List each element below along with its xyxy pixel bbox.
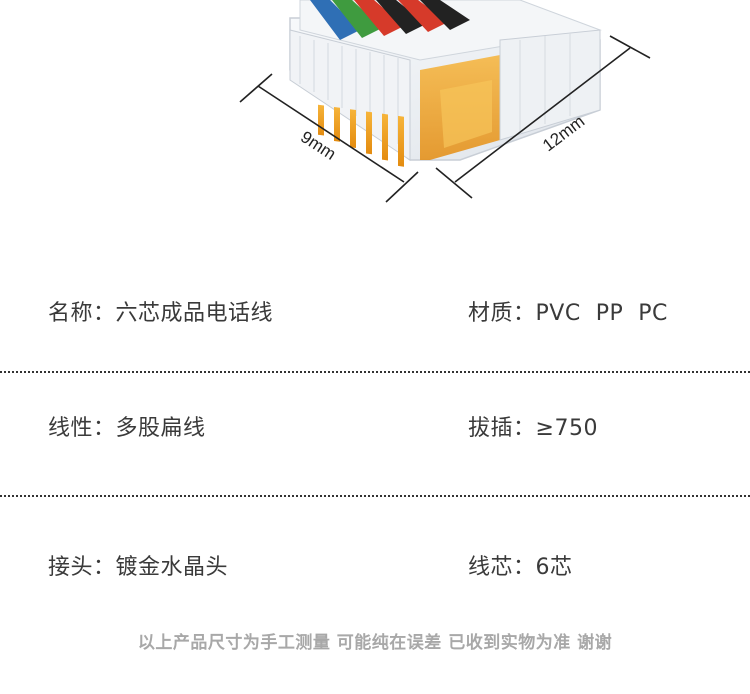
spec-wire-type: 线性：多股扁线 xyxy=(48,409,206,449)
spec-material-sep: ： xyxy=(513,301,536,326)
measurement-disclaimer: 以上产品尺寸为手工测量 可能纯在误差 已收到实物为准 谢谢 xyxy=(137,633,613,653)
spec-name-value: 六芯成品电话线 xyxy=(115,301,274,326)
spec-connector-label: 接头 xyxy=(48,555,94,580)
spec-name-label: 名称 xyxy=(48,301,94,326)
wire-bundle xyxy=(310,0,470,40)
connector-body xyxy=(289,0,602,167)
spec-name: 名称：六芯成品电话线 xyxy=(48,294,273,334)
spec-connector: 接头：镀金水晶头 xyxy=(48,548,228,588)
spec-wire-type-value: 多股扁线 xyxy=(115,416,206,441)
spec-plug-cycles: 拔插：≥750 xyxy=(468,409,598,449)
dimension-depth xyxy=(239,73,419,203)
spec-core-count-sep: ： xyxy=(513,555,536,580)
spec-plug-cycles-label: 拔插 xyxy=(468,416,514,441)
dimension-length xyxy=(435,35,651,199)
spec-plug-cycles-value: ≥750 xyxy=(535,416,598,441)
spec-wire-type-label: 线性 xyxy=(48,416,94,441)
spec-core-count: 线芯：6芯 xyxy=(468,548,573,588)
spec-connector-value: 镀金水晶头 xyxy=(115,555,229,580)
divider-2 xyxy=(0,495,750,497)
spec-connector-sep: ： xyxy=(93,555,116,580)
spec-material-value: PVC PP PC xyxy=(535,301,668,326)
spec-row-3: 接头：镀金水晶头 线芯：6芯 xyxy=(0,548,750,588)
divider-1 xyxy=(0,371,750,373)
spec-plug-cycles-sep: ： xyxy=(513,416,536,441)
spec-core-count-value: 6芯 xyxy=(535,555,573,580)
spec-wire-type-sep: ： xyxy=(93,416,116,441)
spec-row-2: 线性：多股扁线 拔插：≥750 xyxy=(0,409,750,449)
spec-core-count-label: 线芯 xyxy=(468,555,514,580)
spec-material: 材质：PVC PP PC xyxy=(468,294,668,334)
spec-row-1: 名称：六芯成品电话线 材质：PVC PP PC xyxy=(0,294,750,334)
gold-contacts xyxy=(318,104,404,167)
spec-name-sep: ： xyxy=(93,301,116,326)
connector-illustration: 9mm 12mm xyxy=(239,0,651,203)
spec-material-label: 材质 xyxy=(468,301,514,326)
